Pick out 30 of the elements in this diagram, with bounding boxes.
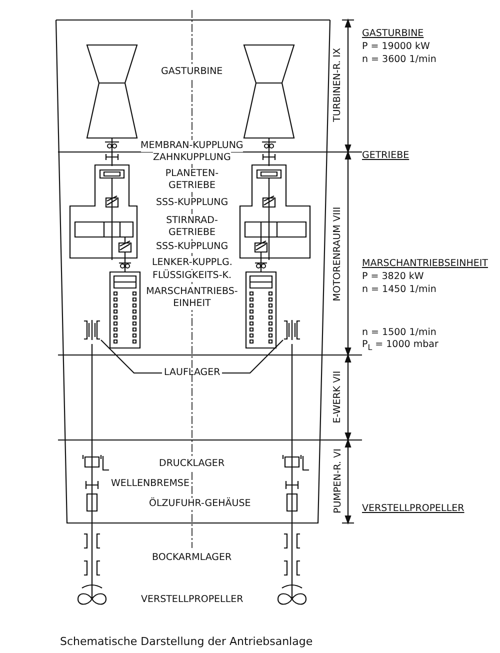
spec-text: n = 3600 1/min: [362, 54, 436, 66]
spec-text: n = 1500 1/min: [362, 327, 436, 339]
part-label: ÖLZUFUHR-GEHÄUSE: [149, 498, 251, 510]
spec-text: P$_{L}$ = 1000 mbar: [362, 338, 438, 354]
part-label: SSS-KUPPLUNG: [156, 241, 228, 253]
caption: Schematische Darstellung der Antriebsanlage: [60, 636, 313, 648]
spec-text: n = 1450 1/min: [362, 284, 436, 296]
compartment-label: MOTORENRAUM VIII: [332, 206, 344, 302]
spec-text: GETRIEBE: [362, 150, 410, 162]
part-label: SSS-KUPPLUNG: [156, 197, 228, 209]
bearing-icon: [83, 320, 101, 340]
part-label: FLÜSSIGKEITS-K.: [152, 270, 232, 282]
part-label: ZAHNKUPPLUNG: [153, 152, 231, 164]
part-label: MEMBRAN-KUPPLUNG: [140, 140, 244, 152]
bearing-icon: [283, 320, 301, 340]
spec-text: VERSTELLPROPELLER: [362, 503, 464, 515]
leader-line: [222, 340, 284, 374]
part-label: LAUFLAGER: [164, 367, 220, 379]
part-label: DRUCKLAGER: [159, 458, 225, 470]
part-label: MARSCHANTRIEBS- EINHEIT: [146, 286, 238, 310]
leader-line: [100, 340, 162, 374]
spec-text: GASTURBINE: [362, 28, 424, 40]
spec-text: P = 3820 kW: [362, 271, 424, 283]
part-label: GASTURBINE: [161, 66, 223, 78]
part-label: LENKER-KUPPLG.: [152, 257, 232, 269]
compartment-label: PUMPEN-R. VI: [332, 448, 344, 514]
compartment-label: E-WERK VII: [332, 370, 344, 424]
spec-text: P = 19000 kW: [362, 41, 430, 53]
compartment-label: TURBINEN-R. IX: [332, 48, 344, 122]
spec-text: MARSCHANTRIEBSEINHEIT: [362, 258, 488, 270]
